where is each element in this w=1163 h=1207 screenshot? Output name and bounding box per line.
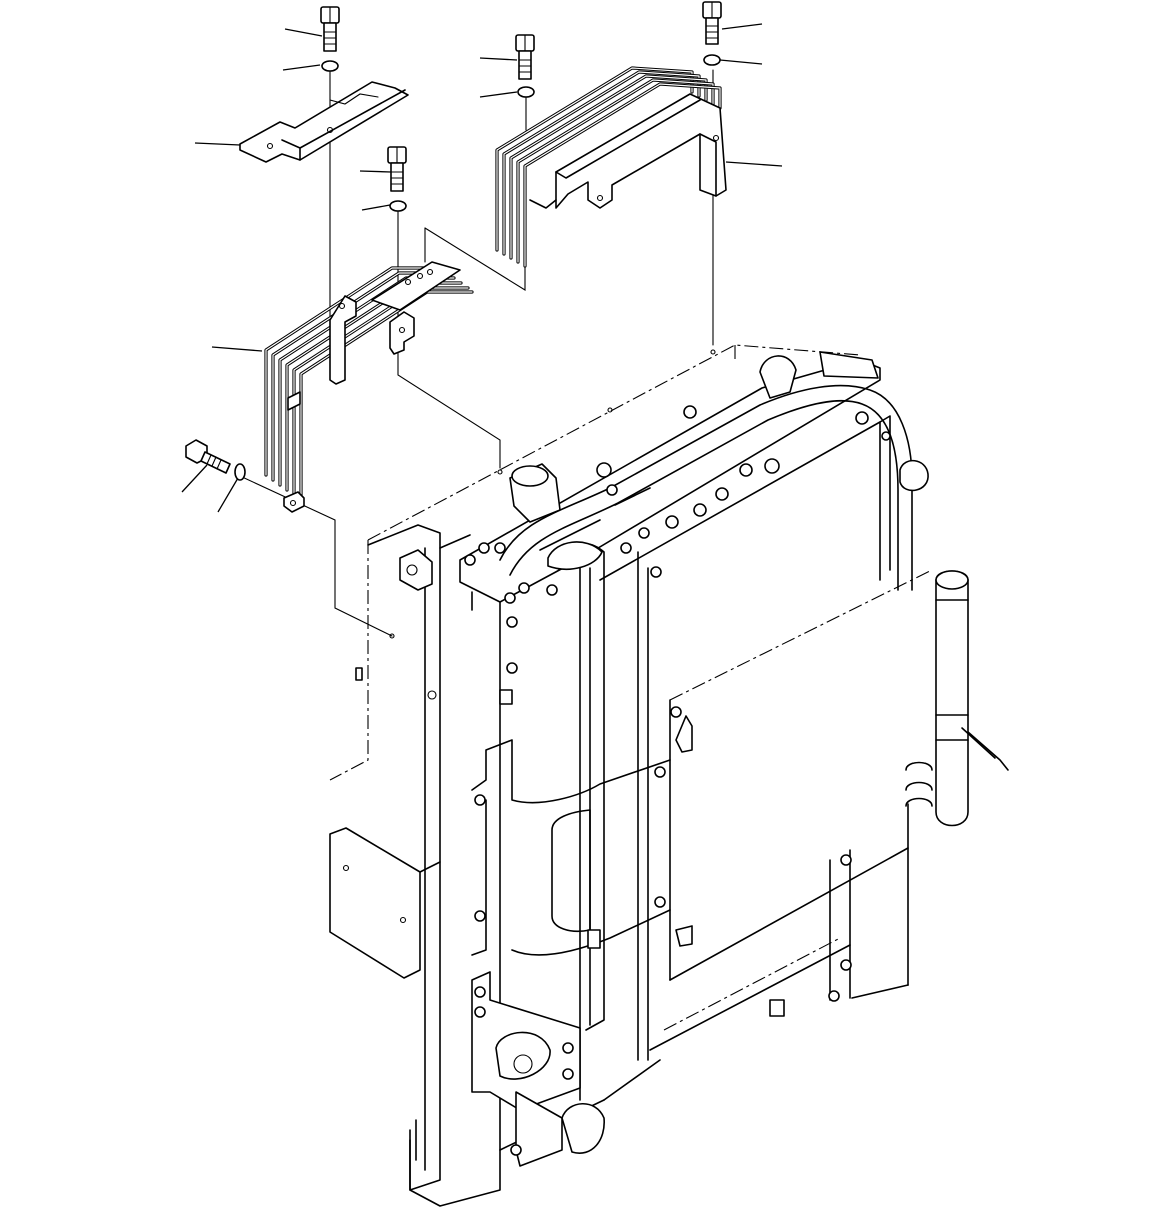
washer-4 bbox=[703, 54, 721, 66]
leader-bolt-4 bbox=[721, 23, 763, 30]
leader-bolt-3 bbox=[479, 57, 518, 61]
leader-bolt-1 bbox=[284, 28, 323, 37]
lower-pipe-cover bbox=[264, 261, 474, 513]
bolt-1 bbox=[320, 6, 340, 52]
washer-5 bbox=[234, 463, 246, 481]
radiator-assembly bbox=[329, 344, 1009, 1207]
leader-washer-1 bbox=[282, 64, 321, 71]
upper-pipe-cover bbox=[495, 66, 727, 268]
leader-bolt-5 bbox=[181, 464, 208, 493]
bolt-5 bbox=[185, 439, 231, 474]
callout-leaders bbox=[181, 23, 783, 513]
mounting-holes bbox=[389, 349, 716, 639]
bolt-2 bbox=[387, 146, 407, 192]
leader-upper-cover bbox=[725, 161, 783, 167]
leader-lower-cover bbox=[211, 346, 263, 352]
washer-3 bbox=[517, 86, 535, 98]
washer-2 bbox=[389, 200, 407, 212]
mounting-bracket bbox=[239, 81, 409, 163]
leader-bolt-2 bbox=[359, 170, 392, 173]
leader-washer-3 bbox=[479, 91, 518, 98]
leader-washer-5 bbox=[217, 477, 239, 513]
leader-washer-2 bbox=[361, 204, 391, 211]
leader-bracket-1 bbox=[194, 142, 241, 146]
bolt-4 bbox=[702, 1, 722, 45]
washer-1 bbox=[321, 60, 339, 72]
bolt-3 bbox=[515, 34, 535, 80]
leader-washer-4 bbox=[719, 59, 763, 65]
